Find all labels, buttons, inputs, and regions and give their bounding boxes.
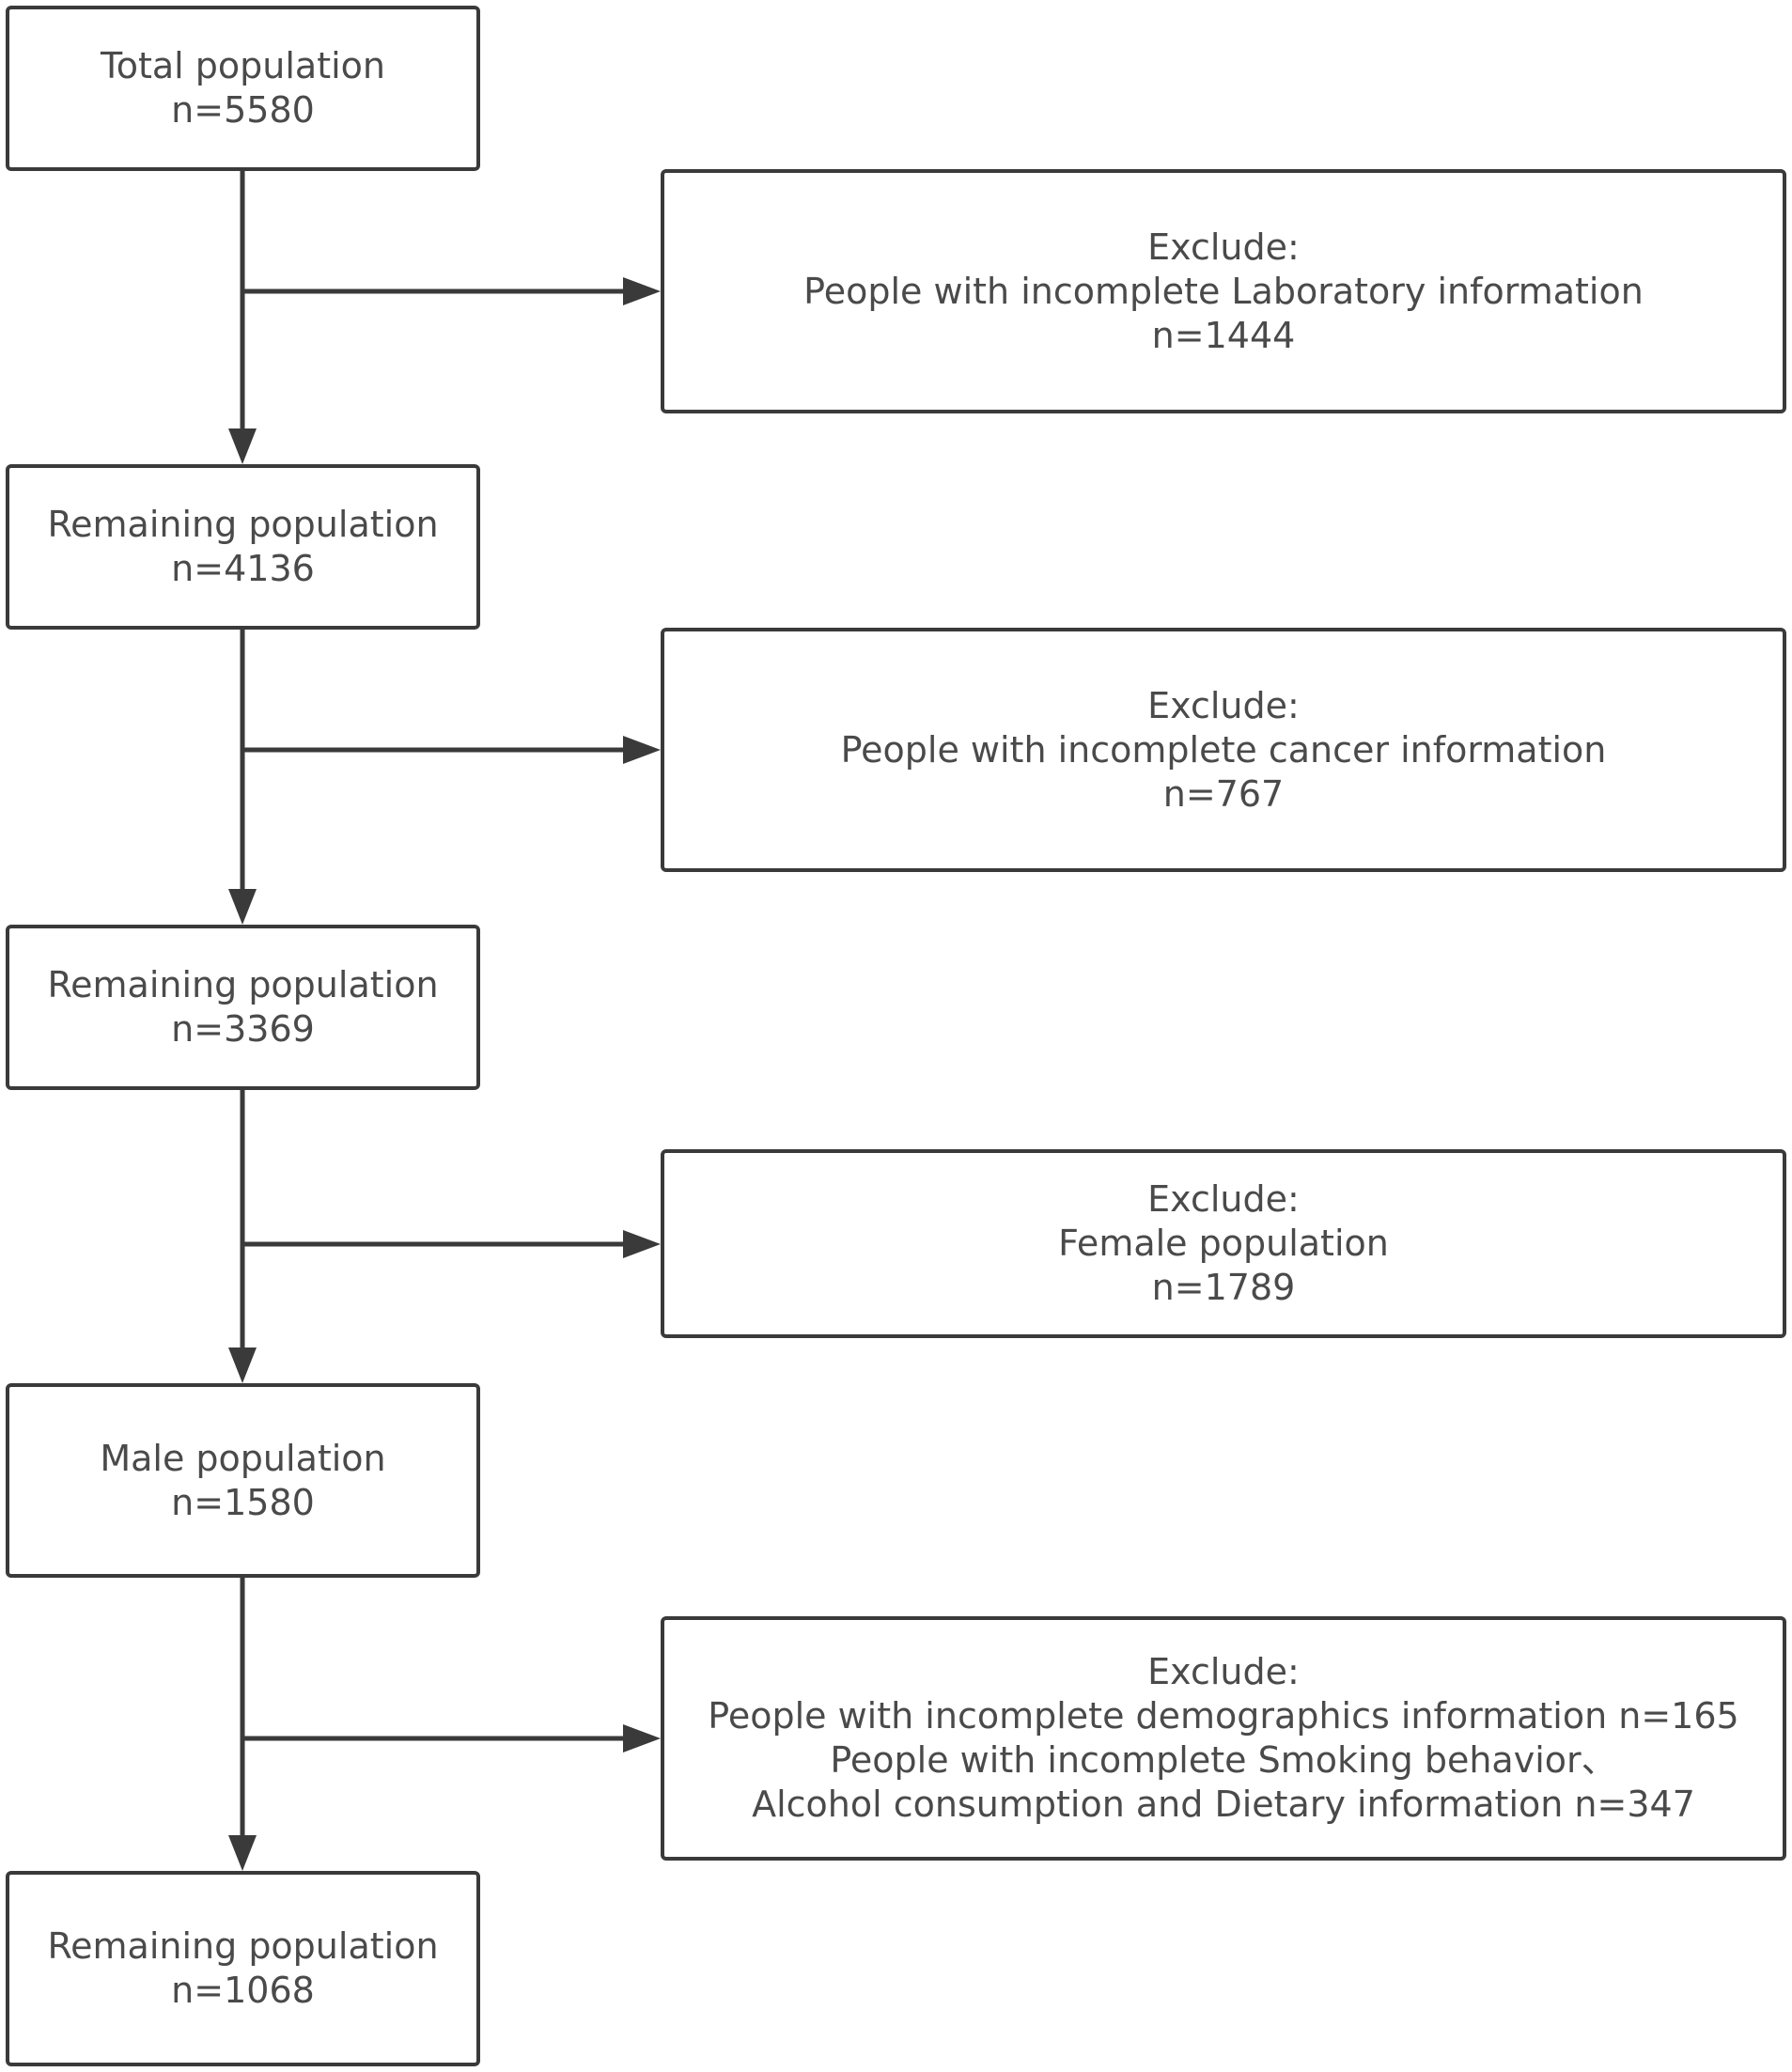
exclusion-heading: Exclude: xyxy=(1147,1651,1300,1692)
arrow-down-to-box-3 xyxy=(228,889,257,925)
exclusion-box-laboratory: Exclude: People with incomplete Laborato… xyxy=(661,169,1786,413)
exclusion-box-female: Exclude: Female population n=1789 xyxy=(661,1149,1786,1338)
arrow-right-to-exclusion-2 xyxy=(623,736,661,764)
box-label: Remaining population xyxy=(47,1925,439,1967)
box-count: n=1580 xyxy=(171,1481,315,1523)
box-count: n=3369 xyxy=(171,1008,315,1050)
arrow-down-to-box-4 xyxy=(228,1348,257,1383)
exclusion-count: n=1789 xyxy=(1151,1267,1296,1308)
arrow-down-to-box-2 xyxy=(228,428,257,464)
exclusion-line: Female population xyxy=(1058,1223,1389,1264)
exclusion-count: n=767 xyxy=(1162,772,1285,815)
exclusion-heading: Exclude: xyxy=(1147,226,1300,268)
exclusion-line: People with incomplete cancer informatio… xyxy=(840,728,1607,771)
exclusion-count: n=1444 xyxy=(1151,314,1296,356)
remaining-population-box-1: Remaining population n=4136 xyxy=(6,464,480,630)
arrow-down-to-box-5 xyxy=(228,1835,257,1871)
box-count: n=1068 xyxy=(171,1970,315,2011)
exclusion-line: People with incomplete demographics info… xyxy=(708,1695,1739,1737)
exclusion-box-demographics-lifestyle: Exclude: People with incomplete demograp… xyxy=(661,1616,1786,1861)
box-count: n=4136 xyxy=(171,548,315,589)
exclusion-line: Alcohol consumption and Dietary informat… xyxy=(752,1784,1695,1825)
box-label: Male population xyxy=(100,1437,386,1479)
final-population-box: Remaining population n=1068 xyxy=(6,1871,480,2066)
box-count: n=5580 xyxy=(171,89,315,131)
exclusion-line: People with incomplete Smoking behavior、 xyxy=(830,1739,1617,1781)
box-label: Remaining population xyxy=(47,504,439,545)
remaining-population-box-2: Remaining population n=3369 xyxy=(6,925,480,1090)
box-label: Remaining population xyxy=(47,964,439,1005)
male-population-box: Male population n=1580 xyxy=(6,1383,480,1578)
arrow-right-to-exclusion-3 xyxy=(623,1230,661,1258)
exclusion-heading: Exclude: xyxy=(1147,1178,1300,1220)
arrow-right-to-exclusion-1 xyxy=(623,277,661,305)
exclusion-box-cancer: Exclude: People with incomplete cancer i… xyxy=(661,628,1786,872)
total-population-box: Total population n=5580 xyxy=(6,6,480,171)
arrow-right-to-exclusion-4 xyxy=(623,1724,661,1753)
box-label: Total population xyxy=(100,45,386,86)
exclusion-line: People with incomplete Laboratory inform… xyxy=(803,270,1644,312)
exclusion-heading: Exclude: xyxy=(1147,684,1300,726)
